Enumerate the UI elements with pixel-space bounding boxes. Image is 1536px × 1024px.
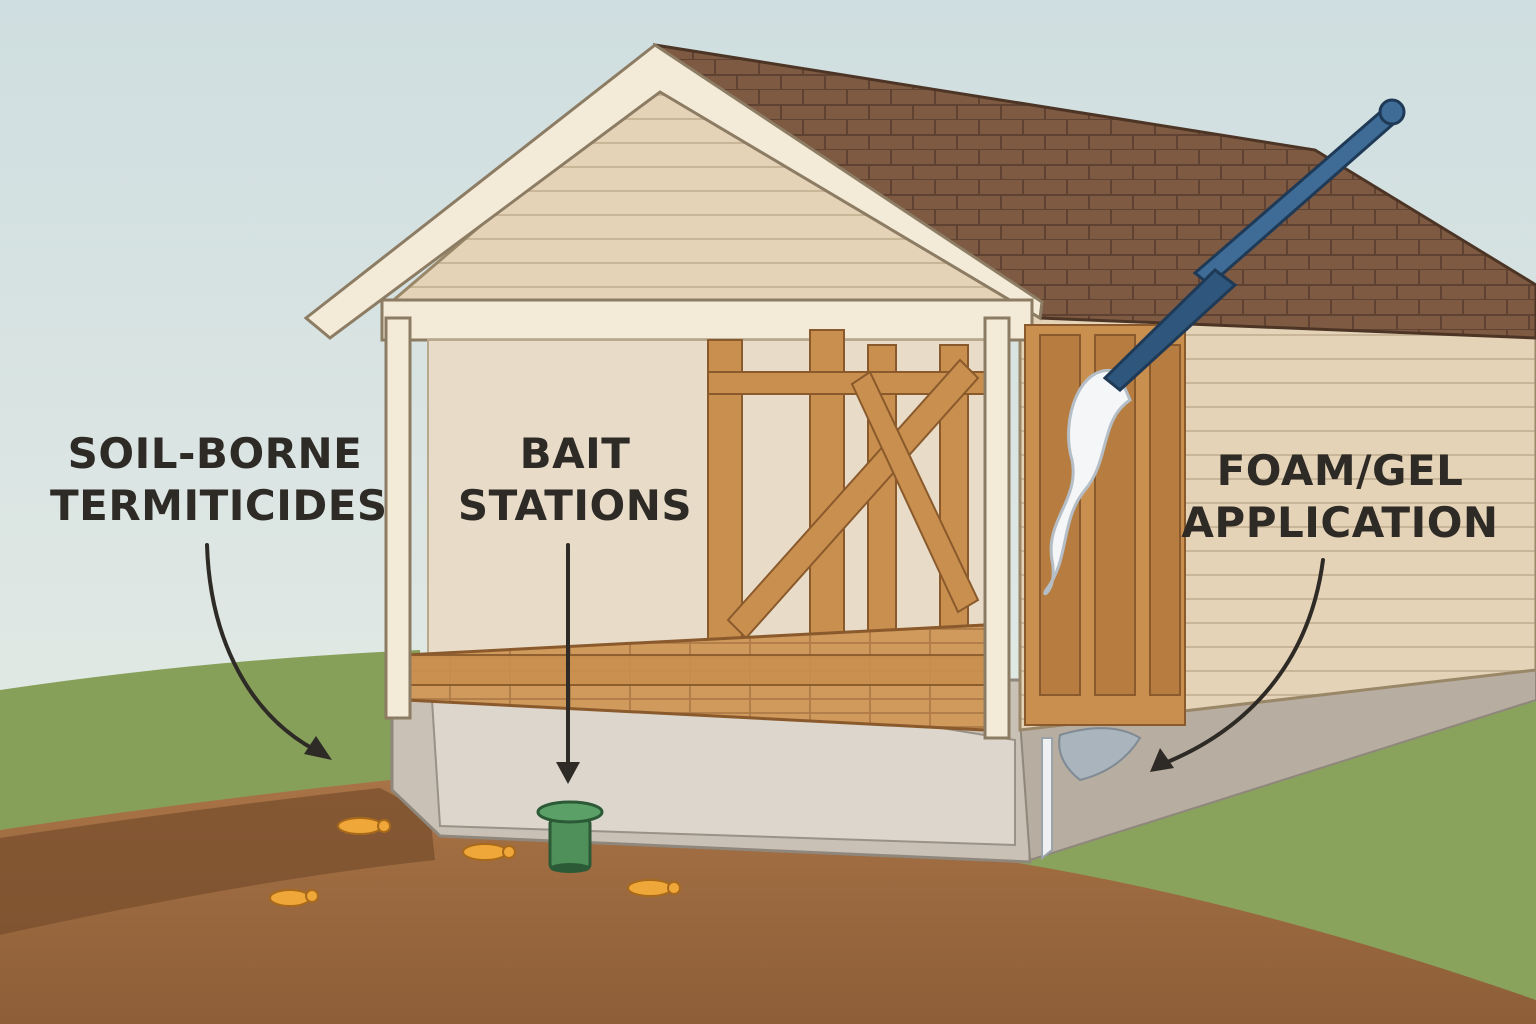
bait-station-icon — [536, 800, 604, 873]
applicator-wand-icon — [1102, 98, 1406, 392]
rim-joist — [404, 654, 986, 686]
foam-residue — [1058, 727, 1142, 782]
label-soil-borne-termiticides: SOIL-BORNE TERMITICIDES — [50, 428, 388, 532]
label-soil-line2: TERMITICIDES — [50, 481, 388, 530]
label-foam-line1: FOAM/GEL — [1216, 446, 1464, 495]
termite-icon — [269, 817, 681, 907]
arrowheads — [304, 736, 1174, 784]
foam-gel-stream — [1043, 368, 1132, 596]
grass-left — [0, 650, 420, 830]
label-foam-gel-application: FOAM/GEL APPLICATION — [1180, 445, 1500, 549]
label-soil-line1: SOIL-BORNE — [67, 429, 363, 478]
right-corner-post — [983, 316, 1011, 740]
label-foam-line2: APPLICATION — [1181, 498, 1499, 547]
label-bait-line1: BAIT — [519, 429, 631, 478]
wood-framing — [707, 329, 989, 651]
gable-beam — [380, 298, 1034, 342]
downspout — [1041, 737, 1053, 861]
gable-trim — [303, 43, 1044, 340]
arrow-icon — [205, 543, 1325, 772]
left-corner-post — [384, 316, 412, 720]
treated-soil-trench — [0, 788, 435, 935]
label-bait-stations: BAIT STATIONS — [440, 428, 710, 532]
grass-right — [1000, 700, 1536, 1000]
label-bait-line2: STATIONS — [457, 481, 693, 530]
